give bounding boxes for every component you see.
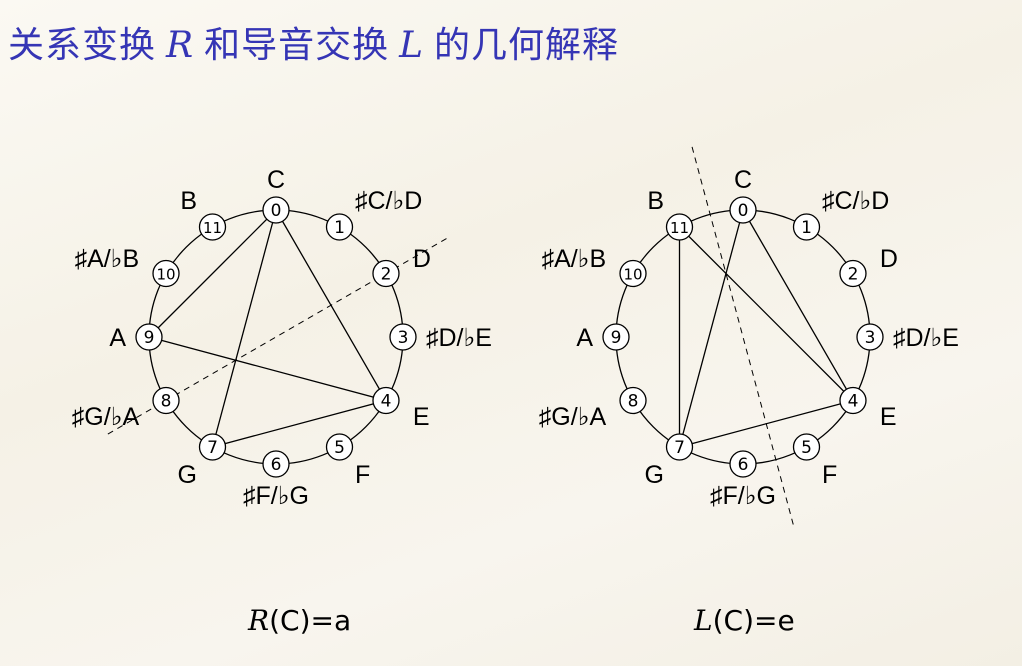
pitch-node-1 [792,213,821,241]
pitch-node-1 [325,213,354,241]
pitch-number: 7 [207,438,218,458]
pitch-number: 2 [848,265,859,285]
leading-tone-exchange-triad-edge [742,209,854,401]
leading-tone-exchange-triad-edge [679,399,854,448]
note-label: E [880,403,897,431]
pitch-node-2 [839,259,867,288]
note-label: G [178,461,197,489]
pitch-node-5 [325,433,354,461]
note-label: ♯C/♭D [822,187,889,215]
leading-tone-exchange-triad-edge [679,226,854,401]
pitch-number: 0 [271,201,282,221]
pitch-node-7 [198,433,227,461]
title-part-2: 和导音交换 [204,25,390,66]
pitch-node-8 [619,386,647,415]
pitch-number: 9 [144,328,155,348]
note-label: F [355,461,370,489]
note-label: ♯G/♭A [539,403,607,431]
caption-l-text: (C)=e [712,604,795,637]
title-part-3: 的几何解释 [434,25,620,66]
pitch-node-6 [729,450,757,478]
leading-tone-exchange-triad-edge [678,209,744,448]
pitch-number: 9 [611,328,622,348]
pitch-node-11 [198,213,227,241]
pitch-number: 1 [334,218,345,238]
pitch-node-9 [135,323,163,351]
caption-l: L(C)=e [694,604,795,637]
note-label: B [180,187,197,215]
pitch-node-10 [619,259,647,288]
note-label: D [413,245,431,273]
pitch-number: 5 [334,438,345,458]
caption-r-text: (C)=a [269,604,352,637]
pitch-number: 3 [398,328,409,348]
title-part-1: 关系变换 [8,25,157,66]
pitch-node-6 [262,450,290,478]
pitch-number: 6 [738,455,749,475]
caption-r: R(C)=a [248,604,351,637]
pitch-node-8 [152,386,180,415]
relative-transform-triad-edge [275,209,387,401]
pitch-number: 10 [623,266,642,284]
relative-transform-circle [148,209,404,465]
pitch-number: 0 [738,201,749,221]
caption-r-op: R [248,604,270,637]
relative-transform-triad-edge [148,209,277,338]
note-label: A [576,324,593,352]
note-label: B [647,187,664,215]
pitch-number: 4 [848,392,859,412]
pitch-node-9 [602,323,630,351]
pitch-node-4 [372,386,400,415]
pitch-number: 8 [161,392,172,412]
pitch-number: 2 [381,265,392,285]
note-label: D [880,245,898,273]
note-label: A [109,324,126,352]
note-label: ♯A/♭B [75,245,140,273]
pitch-node-4 [839,386,867,415]
pitch-node-3 [856,323,884,351]
pitch-node-7 [665,433,694,461]
pitch-number: 6 [271,455,282,475]
pitch-number: 8 [628,392,639,412]
note-label: ♯A/♭B [542,245,607,273]
note-label: G [645,461,664,489]
note-label: ♯C/♭D [355,187,422,215]
note-label: ♯D/♭E [426,324,492,352]
title-r-symbol: R [166,25,195,66]
pitch-node-11 [665,213,694,241]
pitch-node-0 [262,196,290,224]
caption-l-op: L [694,604,713,637]
note-label: ♯D/♭E [893,324,959,352]
pitch-number: 3 [865,328,876,348]
relative-transform-triad-edge [212,399,387,448]
note-label: E [413,403,430,431]
pitch-node-5 [792,433,821,461]
note-label: F [822,461,837,489]
pitch-number: 11 [670,219,689,237]
pitch-node-3 [389,323,417,351]
note-label: ♯F/♭G [243,482,309,510]
note-label: C [267,166,285,194]
pitch-number: 10 [156,266,175,284]
pitch-number: 4 [381,392,392,412]
note-label: ♯G/♭A [72,403,140,431]
pitch-number: 7 [674,438,685,458]
note-label: C [734,166,752,194]
pitch-node-2 [372,259,400,288]
pitch-number: 1 [801,218,812,238]
title-l-symbol: L [399,25,425,66]
pitch-number: 11 [203,219,222,237]
relative-transform-triad-edge [148,336,387,402]
pitch-node-10 [152,259,180,288]
relative-transform-triad-edge [211,209,277,448]
note-label: ♯F/♭G [710,482,776,510]
pitch-number: 5 [801,438,812,458]
pitch-node-0 [729,196,757,224]
